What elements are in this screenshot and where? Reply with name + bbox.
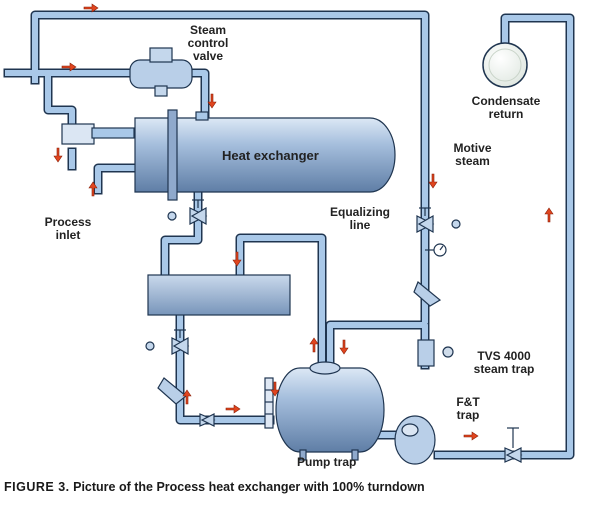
valve-return-1 [199, 413, 216, 427]
caption-text: Picture of the Process heat exchanger wi… [73, 480, 425, 494]
valve-motive [416, 207, 435, 234]
flow-arrow [270, 381, 280, 397]
label-line: inlet [55, 228, 81, 242]
flow-arrow [309, 337, 319, 353]
flow-arrow [544, 207, 554, 223]
inlet-strainer [157, 377, 187, 405]
label-line: Equalizing [330, 205, 390, 219]
label-line: TVS 4000 [477, 349, 531, 363]
steam-control-valve [129, 47, 193, 97]
label-pump-trap: Pump trap [297, 455, 357, 469]
flow-arrow [232, 251, 242, 267]
label-line: control [187, 36, 229, 50]
handwheels [145, 211, 461, 351]
label-line: steam trap [473, 362, 535, 376]
label-line: return [488, 107, 524, 121]
label-ft-trap: F&T trap [448, 396, 488, 422]
flow-arrow [463, 431, 479, 441]
label-heat-exchanger: Heat exchanger [222, 148, 319, 163]
valve-discharge [504, 427, 523, 463]
label-motive-steam: Motive steam [445, 142, 500, 168]
pump-trap-vessel [275, 361, 385, 461]
sight-glass [264, 377, 274, 429]
label-steam-control-valve: Steam control valve [178, 24, 238, 63]
label-line: Steam [189, 23, 227, 37]
caption-figure-number: FIGURE 3. [4, 480, 70, 494]
flow-arrow [83, 3, 99, 13]
flow-arrow [339, 339, 349, 355]
label-line: trap [456, 408, 480, 422]
flow-arrow [207, 93, 217, 109]
valve-exchanger-outlet [189, 199, 208, 226]
label-line: Condensate [471, 94, 541, 108]
ball-valves [171, 199, 523, 463]
ft-trap [394, 415, 436, 465]
label-process-inlet: Process inlet [38, 216, 98, 242]
flow-arrows [53, 3, 554, 441]
subcooling-tank [147, 274, 291, 316]
pressure-gauge [425, 243, 447, 257]
valve-tank-outlet [171, 329, 190, 356]
label-line: F&T [456, 395, 480, 409]
tvs-steam-trap [417, 339, 454, 367]
label-line: Process [44, 215, 92, 229]
flow-arrow [225, 404, 241, 414]
flow-arrow [428, 173, 438, 189]
flow-arrow [61, 62, 77, 72]
figure-caption: FIGURE 3. Picture of the Process heat ex… [4, 480, 425, 494]
label-line: Motive [453, 141, 492, 155]
condensate-return-outlet [482, 42, 528, 88]
process-inlet-connector [61, 123, 135, 145]
label-tvs-steam-trap: TVS 4000 steam trap [465, 350, 543, 376]
label-line: valve [192, 49, 224, 63]
label-line: line [349, 218, 371, 232]
label-line: steam [455, 154, 490, 168]
label-condensate-return: Condensate return [466, 95, 546, 121]
motive-strainer [413, 281, 442, 307]
flow-arrow [53, 147, 63, 163]
flow-arrow [88, 181, 98, 197]
flow-arrow [182, 389, 192, 405]
label-equalizing-line: Equalizing line [320, 206, 400, 232]
heat-exchanger [134, 109, 396, 201]
